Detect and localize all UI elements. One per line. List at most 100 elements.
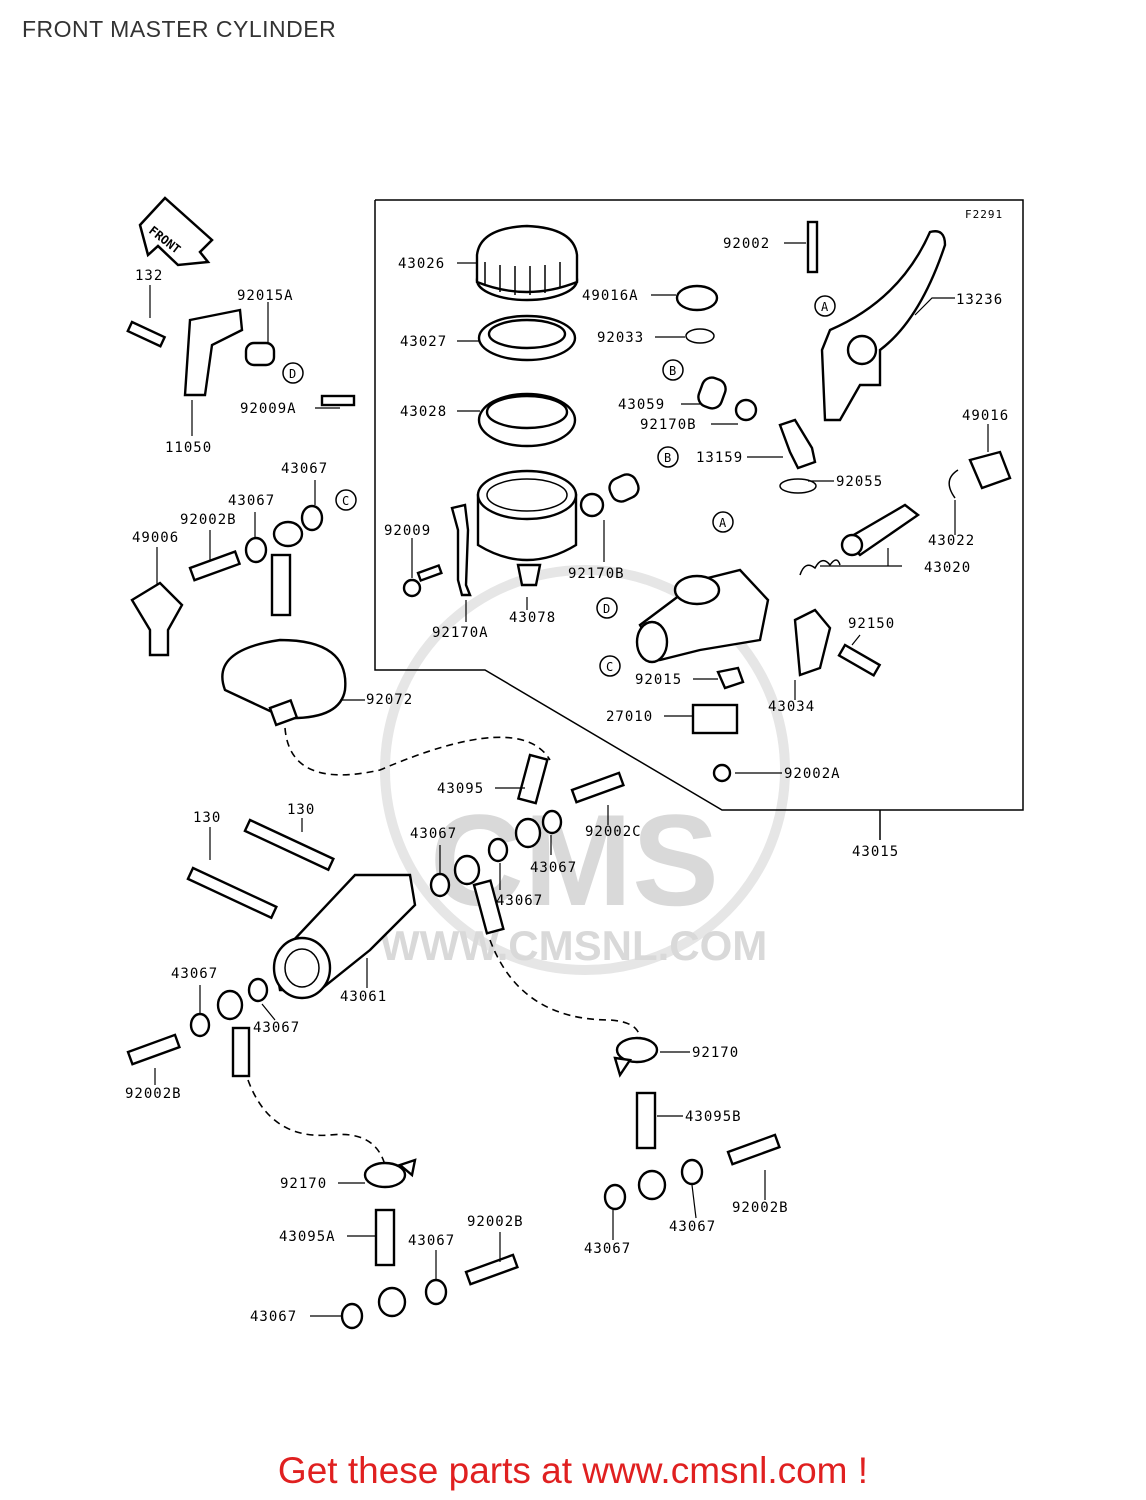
part-label: 43067	[496, 893, 543, 909]
part-label: 92170B	[568, 566, 625, 582]
marker-a: A	[821, 300, 829, 314]
brake-hose-right	[489, 939, 641, 1041]
diaphragm	[477, 314, 577, 362]
clamp-43034	[793, 608, 832, 677]
part-label: 92015	[635, 672, 682, 688]
screw-92002a	[712, 763, 732, 783]
boot-49016	[968, 450, 1012, 490]
part-label: 43095A	[279, 1229, 336, 1245]
banjo-fitting-lower-left	[216, 989, 244, 1021]
diaphragm-plate	[477, 392, 577, 448]
marker-a: A	[719, 516, 727, 530]
washer	[244, 536, 268, 564]
part-label: 92002B	[180, 512, 237, 528]
band-92072	[221, 638, 347, 720]
part-label: 92072	[366, 692, 413, 708]
bolt-92002b-upper	[188, 550, 242, 582]
part-label: 92170A	[432, 625, 489, 641]
part-label: 43078	[509, 610, 556, 626]
part-label: 43067	[530, 860, 577, 876]
part-label: 43067	[281, 461, 328, 477]
part-label: 43059	[618, 397, 665, 413]
part-label: 43067	[408, 1233, 455, 1249]
part-label: 92033	[597, 330, 644, 346]
part-label: 27010	[606, 709, 653, 725]
hose-segment	[608, 473, 640, 503]
fitting-13159	[778, 418, 817, 470]
collar-92015a	[244, 341, 276, 367]
marker-b: B	[664, 451, 671, 465]
washer	[247, 977, 269, 1003]
part-label: 43026	[398, 256, 445, 272]
pivot-bolt-92002	[806, 220, 819, 274]
part-label: 130	[193, 810, 221, 826]
bolt-92002b-lower-left	[126, 1033, 181, 1066]
part-label: 49016A	[582, 288, 639, 304]
washer	[541, 809, 563, 835]
part-label: 11050	[165, 440, 212, 456]
marker-c: C	[342, 494, 349, 508]
washer	[429, 872, 451, 898]
marker-d: D	[603, 602, 610, 616]
bolt-92002b-lower-right	[726, 1133, 781, 1166]
markers: A A B B C C D D	[282, 295, 836, 677]
hose-end-43095	[516, 753, 549, 805]
washer	[487, 837, 509, 863]
switch-27010	[691, 703, 739, 735]
part-label: 92002C	[585, 824, 642, 840]
clamp-92170-left	[363, 1161, 407, 1189]
master-cylinder-body	[635, 568, 770, 664]
bolt-92002b-bottom	[464, 1253, 519, 1286]
part-label: 43020	[924, 560, 971, 576]
clip-43022	[948, 469, 959, 499]
part-label: 92002A	[784, 766, 841, 782]
part-label: 92002B	[125, 1086, 182, 1102]
piston-assembly	[799, 503, 921, 576]
circlip-92033	[685, 328, 715, 344]
bolt-92002c	[570, 771, 625, 804]
part-label: 43067	[228, 493, 275, 509]
bracket-11050	[183, 308, 244, 397]
part-label: 13236	[956, 292, 1003, 308]
reservoir-body	[476, 469, 578, 587]
clamp-92170b-lower	[579, 492, 605, 518]
part-label: 43067	[669, 1219, 716, 1235]
bolt-132	[126, 320, 167, 348]
watermark: CMS WWW.CMSNL.COM	[380, 565, 790, 975]
part-label: 92009	[384, 523, 431, 539]
grommet-49016a	[675, 284, 719, 312]
hose-43059	[697, 376, 727, 410]
footer-link[interactable]: Get these parts at www.cmsnl.com !	[277, 1450, 869, 1491]
part-label: 43067	[584, 1241, 631, 1257]
marker-c: C	[606, 660, 613, 674]
banjo-fitting-mid	[453, 854, 481, 886]
marker-b: B	[669, 364, 676, 378]
part-label: 43067	[410, 826, 457, 842]
cap-49006	[130, 581, 184, 657]
part-label: 43067	[253, 1020, 300, 1036]
part-label: 92015A	[237, 288, 294, 304]
part-label: 43034	[768, 699, 815, 715]
part-label: 43095B	[685, 1109, 742, 1125]
assembly-outline	[374, 199, 1024, 811]
washer	[603, 1183, 627, 1211]
bolt-130-b	[243, 818, 335, 872]
part-label: 92009A	[240, 401, 297, 417]
brake-lever	[820, 230, 947, 422]
bolt-130-a	[186, 866, 278, 920]
part-label: 43015	[852, 844, 899, 860]
part-label: 132	[135, 268, 163, 284]
brake-hose-upper	[284, 727, 551, 776]
part-label: 92170	[692, 1045, 739, 1061]
o-ring-92055	[779, 478, 817, 494]
nut-92015	[716, 666, 745, 690]
clamp-92170-right	[615, 1036, 659, 1064]
bracket-92170a	[450, 503, 472, 597]
washer	[340, 1302, 364, 1330]
part-label: 92170	[280, 1176, 327, 1192]
part-label: 43022	[928, 533, 975, 549]
part-labels: 92002 13236 43026 49016A 43027 92033 430…	[125, 236, 1008, 1325]
part-label: 49006	[132, 530, 179, 546]
brake-hose-left	[247, 1079, 386, 1166]
